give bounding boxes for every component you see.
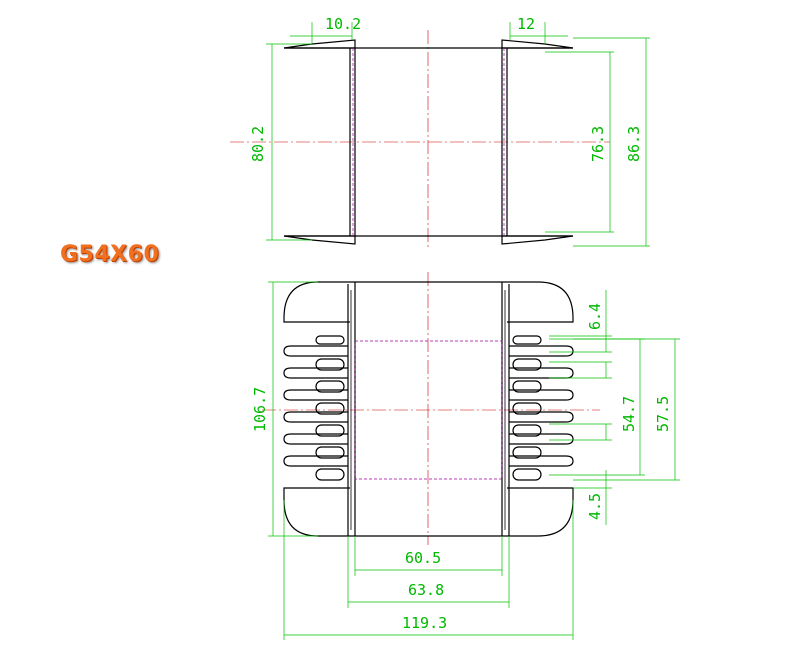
right-slot bbox=[512, 468, 542, 481]
top-flange-right-tab bbox=[501, 39, 574, 49]
right-pin bbox=[509, 455, 574, 467]
right-pin bbox=[509, 389, 574, 401]
right-pin bbox=[509, 411, 574, 423]
right-slot bbox=[512, 335, 542, 345]
left-slot bbox=[315, 335, 345, 345]
dim-top-height-left: 80.2 bbox=[249, 126, 267, 162]
left-slot bbox=[315, 424, 345, 437]
top-view: 10.2 12 80.2 76.3 86.3 bbox=[230, 15, 650, 250]
right-slot bbox=[512, 380, 542, 393]
left-slot bbox=[315, 380, 345, 393]
right-slot bbox=[512, 358, 542, 371]
dim-top-right-width: 12 bbox=[517, 15, 535, 33]
core-window bbox=[354, 340, 503, 480]
left-slot bbox=[315, 446, 345, 459]
left-pin bbox=[283, 389, 348, 401]
dim-front-height: 106.7 bbox=[251, 387, 269, 432]
left-pin bbox=[283, 455, 348, 467]
left-pin bbox=[283, 411, 348, 423]
right-slot bbox=[512, 402, 542, 415]
dim-overall-width: 119.3 bbox=[402, 614, 447, 632]
left-pin bbox=[283, 367, 348, 379]
dim-top-left-width: 10.2 bbox=[325, 15, 361, 33]
dim-bottom-gap: 4.5 bbox=[586, 493, 604, 520]
model-title: G54X60 bbox=[60, 242, 160, 267]
right-pin-row bbox=[509, 335, 574, 481]
dim-top-height-inner: 76.3 bbox=[589, 126, 607, 162]
left-slot bbox=[315, 402, 345, 415]
right-pin bbox=[509, 433, 574, 445]
dim-mid-width: 63.8 bbox=[408, 581, 444, 599]
right-pin bbox=[509, 345, 574, 357]
left-slot bbox=[315, 358, 345, 371]
bottom-flange-right-tab bbox=[501, 235, 574, 245]
dim-slot-pitch: 6.4 bbox=[586, 303, 604, 330]
dim-slots-span-inner: 54.7 bbox=[620, 396, 638, 432]
left-pin-row bbox=[283, 335, 348, 481]
left-slot bbox=[315, 468, 345, 481]
right-slot bbox=[512, 446, 542, 459]
dim-inner-width: 60.5 bbox=[405, 549, 441, 567]
front-view: 106.7 6.4 54.7 57.5 4.5 60.5 bbox=[251, 272, 680, 640]
left-pin bbox=[283, 433, 348, 445]
dim-slots-span-outer: 57.5 bbox=[654, 396, 672, 432]
dim-top-height-outer: 86.3 bbox=[625, 126, 643, 162]
right-slot bbox=[512, 424, 542, 437]
left-pin bbox=[283, 345, 348, 357]
